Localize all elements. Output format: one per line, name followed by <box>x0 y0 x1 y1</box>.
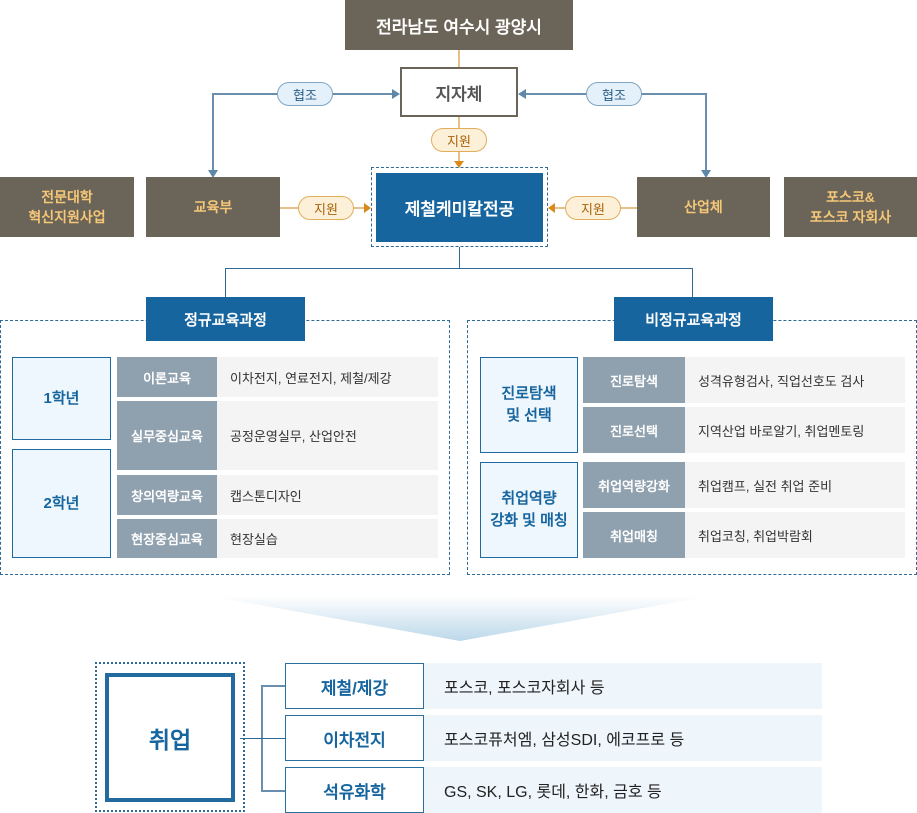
companies-value: 포스코퓨처엠, 삼성SDI, 에코프로 등 <box>424 715 822 761</box>
row-value: 취업코칭, 취업박람회 <box>685 512 905 558</box>
label-line: 포스코& <box>826 189 875 205</box>
funnel-arrow-icon <box>210 596 710 641</box>
row-label: 진로탐색 <box>583 357 685 403</box>
year-2-box: 2학년 <box>12 449 111 558</box>
job-group-box: 취업역량 강화 및 매칭 <box>480 462 578 558</box>
row-value: 성격유형검사, 직업선호도 검사 <box>685 357 905 403</box>
arrow-down-icon <box>701 170 711 178</box>
local-gov-box: 지자체 <box>400 67 518 117</box>
connector <box>705 93 707 171</box>
row-value: 현장실습 <box>217 519 438 558</box>
arrow-left-icon <box>548 203 555 213</box>
row-label: 진로선택 <box>583 407 685 453</box>
main-major-box: 제철케미칼전공 <box>376 173 543 242</box>
ministry-box: 교육부 <box>146 177 280 237</box>
label-line: 강화 및 매칭 <box>490 512 568 529</box>
category-box: 제철/제강 <box>285 663 424 709</box>
connector <box>212 93 214 171</box>
label-line: 진로탐색 <box>501 385 557 402</box>
connector <box>692 268 693 298</box>
college-innovation-box: 전문대학 혁신지원사업 <box>0 177 134 237</box>
row-label: 실무중심교육 <box>117 401 217 470</box>
year-1-box: 1학년 <box>12 357 111 440</box>
row-value: 취업캠프, 실전 취업 준비 <box>685 462 905 508</box>
category-box: 석유화학 <box>285 767 424 813</box>
employment-outline <box>95 662 245 812</box>
row-label: 이론교육 <box>117 357 217 397</box>
connector <box>459 247 460 268</box>
label-line: 혁신지원사업 <box>28 209 106 225</box>
row-value: 이차전지, 연료전지, 제철/제강 <box>217 357 438 397</box>
label-line: 포스코 자회사 <box>809 209 892 225</box>
region-box: 전라남도 여수시 광양시 <box>345 0 573 50</box>
posco-box: 포스코& 포스코 자회사 <box>784 177 917 237</box>
arrow-right-icon <box>392 89 400 99</box>
employment-box: 취업 <box>105 673 235 802</box>
connector <box>261 685 285 687</box>
regular-course-title: 정규교육과정 <box>146 297 305 341</box>
label-line: 및 선택 <box>506 407 552 424</box>
label-line: 전문대학 <box>41 189 93 205</box>
row-label: 취업매칭 <box>583 512 685 558</box>
connector <box>225 268 226 298</box>
industry-box: 산업체 <box>637 177 770 237</box>
row-label: 취업역량강화 <box>583 462 685 508</box>
support-pill: 지원 <box>431 128 487 152</box>
connector <box>261 738 285 739</box>
arrow-right-icon <box>364 203 371 213</box>
arrow-left-icon <box>518 89 526 99</box>
arrow-down-icon <box>454 161 464 168</box>
connector <box>240 738 262 739</box>
row-value: 지역산업 바로알기, 취업멘토링 <box>685 407 905 453</box>
connector <box>261 790 285 792</box>
main-outline <box>371 167 548 247</box>
companies-value: GS, SK, LG, 롯데, 한화, 금호 등 <box>424 767 822 813</box>
support-pill: 지원 <box>298 196 354 220</box>
arrow-down-icon <box>208 170 218 178</box>
row-label: 현장중심교육 <box>117 519 217 558</box>
support-pill: 지원 <box>565 196 621 220</box>
row-label: 창의역량교육 <box>117 475 217 515</box>
category-box: 이차전지 <box>285 715 424 761</box>
irregular-course-title: 비정규교육과정 <box>614 297 773 341</box>
cooperate-pill: 협조 <box>586 82 642 106</box>
connector <box>225 268 693 269</box>
connector <box>458 50 460 68</box>
row-value: 공정운영실무, 산업안전 <box>217 401 438 470</box>
cooperate-pill: 협조 <box>277 82 333 106</box>
label-line: 취업역량 <box>501 490 557 507</box>
row-value: 캡스톤디자인 <box>217 475 438 515</box>
career-group-box: 진로탐색 및 선택 <box>480 357 578 453</box>
companies-value: 포스코, 포스코자회사 등 <box>424 663 822 709</box>
